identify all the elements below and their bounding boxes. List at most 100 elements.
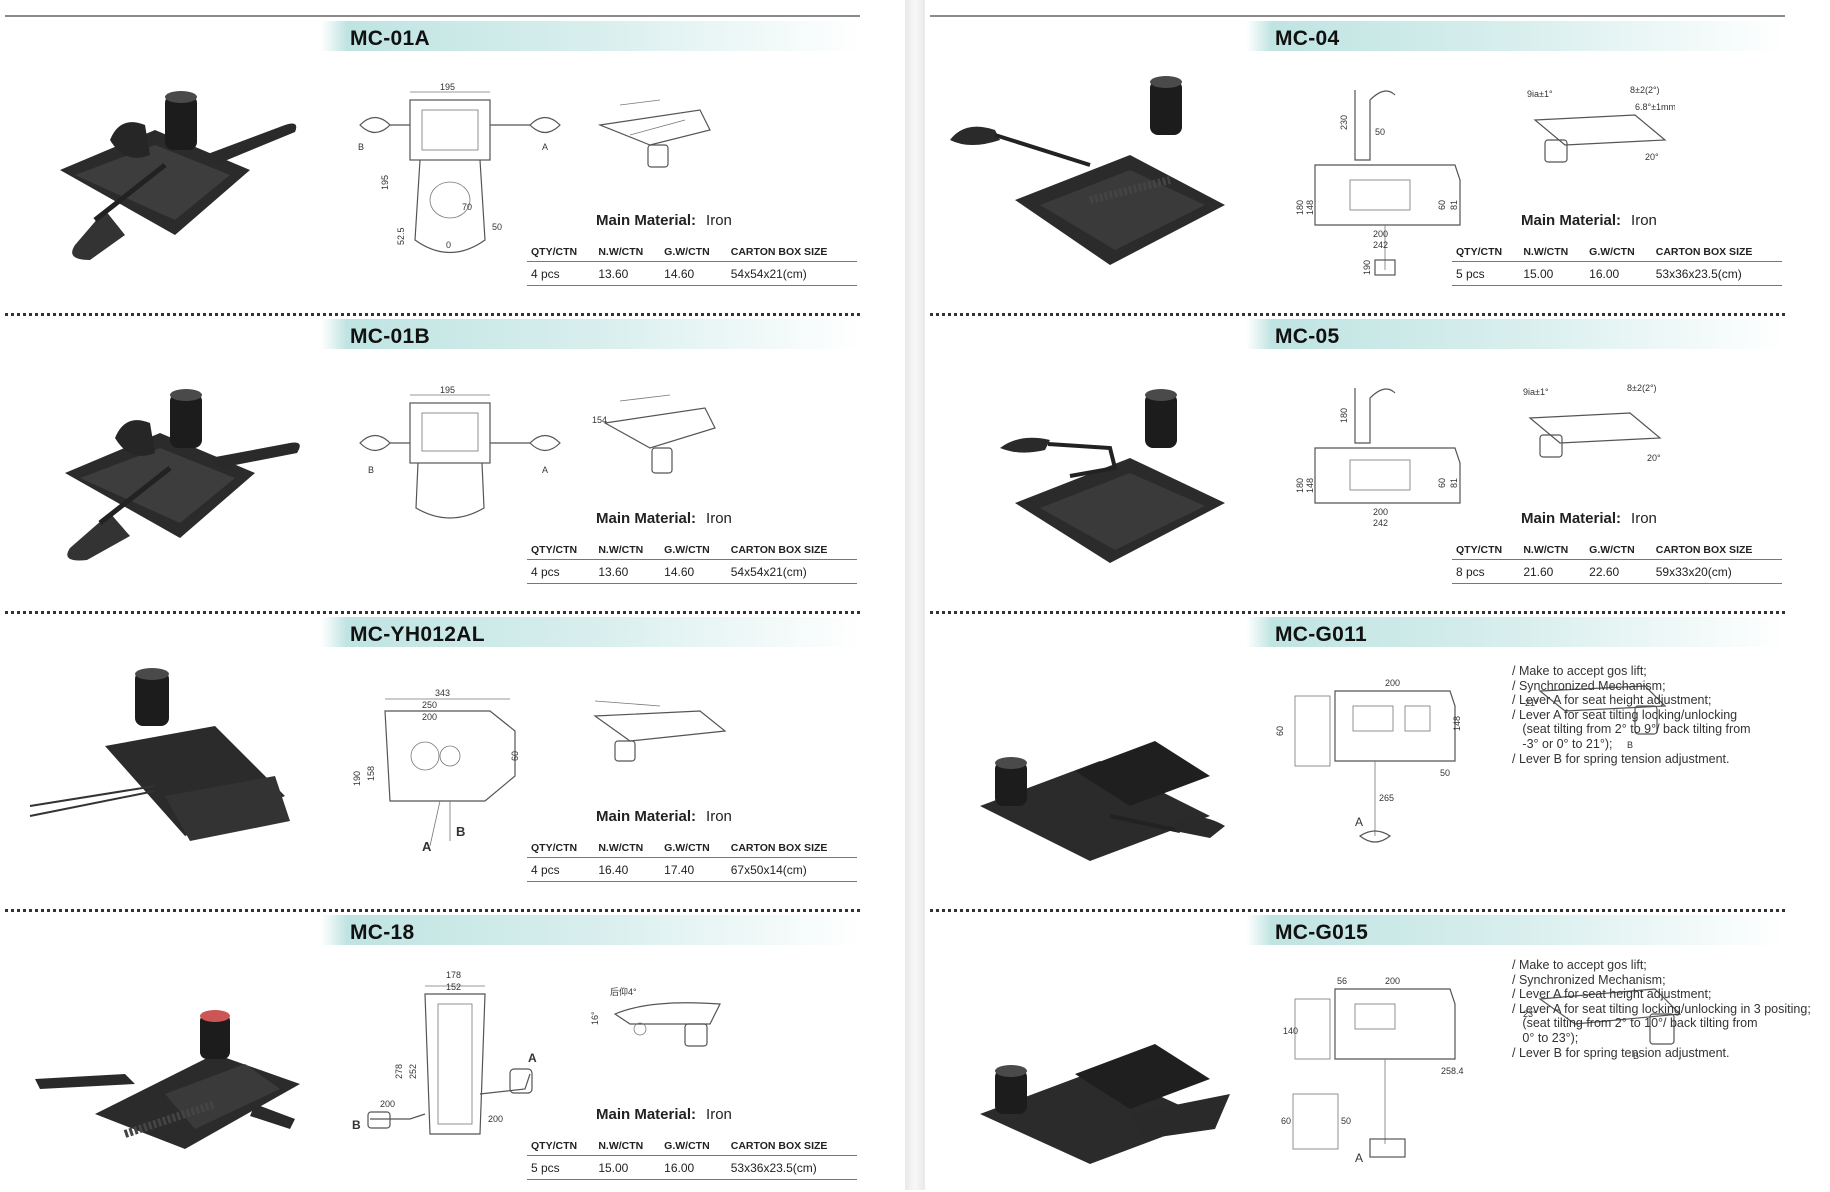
svg-text:195: 195 (380, 175, 390, 190)
svg-text:52.5: 52.5 (396, 227, 406, 245)
section-divider (5, 611, 860, 614)
svg-text:190: 190 (352, 771, 362, 786)
mechanism-photo (980, 1044, 1230, 1164)
svg-text:180: 180 (1339, 408, 1349, 423)
svg-text:60: 60 (1275, 726, 1285, 736)
main-material: Main Material:Iron (596, 808, 732, 825)
col-gw: G.W/CTN (660, 1138, 727, 1156)
svg-text:180: 180 (1295, 478, 1305, 493)
side-profile-drawing: 9ia±1° 8±2(2°) 6.8°±1mm 20° (1527, 85, 1675, 163)
svg-text:200: 200 (1385, 976, 1400, 986)
col-gw: G.W/CTN (660, 542, 727, 560)
col-qty: QTY/CTN (527, 1138, 595, 1156)
svg-text:21°: 21° (1525, 698, 1539, 708)
col-gw: G.W/CTN (1585, 542, 1652, 560)
section-divider (930, 611, 1785, 614)
svg-text:242: 242 (1373, 518, 1388, 528)
col-nw: N.W/CTN (594, 1138, 661, 1156)
col-nw: N.W/CTN (1519, 244, 1586, 262)
col-nw: N.W/CTN (594, 244, 661, 262)
model-title: MC-YH012AL (350, 623, 485, 646)
mechanism-technical-drawing: 200 56 140 258.4 60 50 A (1281, 976, 1464, 1164)
svg-text:343: 343 (435, 688, 450, 698)
table-row: 4 pcs 16.40 17.40 67x50x14(cm) (527, 857, 857, 882)
table-row: 5 pcs 15.00 16.00 53x36x23.5(cm) (527, 1155, 857, 1180)
main-material: Main Material:Iron (1521, 510, 1657, 527)
svg-text:278: 278 (394, 1064, 404, 1079)
mechanism-technical-drawing: 200 148 60 50 265 A (1275, 678, 1462, 843)
model-title: MC-05 (1275, 325, 1340, 348)
svg-text:A: A (1355, 1151, 1363, 1164)
mechanism-technical-drawing: 230 50 180 148 200 242 60 81 190 (1295, 90, 1461, 276)
mechanism-photo (950, 76, 1225, 265)
svg-text:A: A (1355, 815, 1363, 829)
svg-text:60: 60 (1437, 200, 1447, 210)
svg-text:200: 200 (1373, 507, 1388, 517)
side-profile-drawing: 16° 后仰4° (590, 986, 721, 1047)
svg-text:190: 190 (1362, 260, 1372, 275)
svg-text:60: 60 (510, 751, 520, 761)
col-nw: N.W/CTN (594, 840, 661, 858)
svg-text:60: 60 (1437, 478, 1447, 488)
svg-text:60: 60 (1281, 1116, 1291, 1126)
svg-text:B: B (1633, 1051, 1639, 1061)
svg-text:250: 250 (422, 700, 437, 710)
svg-text:252: 252 (408, 1064, 418, 1079)
svg-text:A: A (542, 465, 548, 475)
model-header-band (930, 617, 1785, 647)
mechanism-technical-drawing: 343 250 200 190 158 60 A B (352, 688, 520, 854)
packing-spec-table: QTY/CTN N.W/CTN G.W/CTN CARTON BOX SIZE … (1452, 244, 1782, 286)
right-catalog-page: MC-04 230 50 180 148 200 242 60 81 190 (925, 0, 1830, 1190)
side-profile-drawing: 9ia±1° 8±2(2°) 20° (1523, 383, 1662, 463)
svg-text:148: 148 (1305, 478, 1315, 493)
packing-spec-table: QTY/CTN N.W/CTN G.W/CTN CARTON BOX SIZE … (527, 1138, 857, 1180)
svg-text:178: 178 (446, 970, 461, 980)
svg-text:81: 81 (1449, 478, 1459, 488)
svg-text:200: 200 (1385, 678, 1400, 688)
col-box: CARTON BOX SIZE (1651, 244, 1782, 262)
svg-text:230: 230 (1339, 115, 1349, 130)
col-gw: G.W/CTN (1585, 244, 1652, 262)
svg-text:70: 70 (462, 202, 472, 212)
svg-text:B: B (1627, 740, 1633, 750)
svg-text:8±2(2°): 8±2(2°) (1627, 383, 1657, 393)
mechanism-photo (35, 1010, 300, 1149)
col-qty: QTY/CTN (527, 244, 595, 262)
svg-text:B: B (358, 142, 364, 152)
packing-spec-table: QTY/CTN N.W/CTN G.W/CTN CARTON BOX SIZE … (527, 840, 857, 882)
col-qty: QTY/CTN (527, 542, 595, 560)
svg-text:258.4: 258.4 (1441, 1066, 1464, 1076)
model-title: MC-G011 (1275, 623, 1367, 646)
side-profile-drawing (597, 99, 711, 168)
svg-text:0: 0 (446, 240, 451, 250)
product-block-mc-yh012al: MC-YH012AL 343 250 200 190 158 60 A B (0, 596, 905, 894)
section-divider (5, 15, 860, 17)
model-title: MC-G015 (1275, 921, 1369, 944)
svg-text:后仰4°: 后仰4° (610, 986, 637, 997)
col-box: CARTON BOX SIZE (726, 542, 857, 560)
svg-text:81: 81 (1449, 200, 1459, 210)
model-title: MC-04 (1275, 27, 1340, 50)
svg-text:158: 158 (366, 766, 376, 781)
table-row: 8 pcs 21.60 22.60 59x33x20(cm) (1452, 559, 1782, 584)
svg-text:A: A (528, 1051, 537, 1065)
svg-text:200: 200 (1373, 229, 1388, 239)
model-title: MC-01A (350, 27, 430, 50)
svg-text:A: A (422, 839, 432, 854)
svg-text:200: 200 (380, 1099, 395, 1109)
svg-text:242: 242 (1373, 240, 1388, 250)
svg-text:20°: 20° (1647, 453, 1661, 463)
page-gutter (905, 0, 925, 1190)
section-divider (930, 313, 1785, 316)
svg-text:50: 50 (1375, 127, 1385, 137)
svg-text:195: 195 (440, 385, 455, 395)
model-header-band (5, 319, 860, 349)
product-block-mc-g015: MC-G015 200 56 140 258.4 60 50 A B (925, 894, 1830, 1192)
svg-text:6.8°±1mm: 6.8°±1mm (1635, 102, 1675, 112)
col-box: CARTON BOX SIZE (1651, 542, 1782, 560)
col-box: CARTON BOX SIZE (726, 840, 857, 858)
svg-text:20°: 20° (1645, 152, 1659, 162)
model-header-band (930, 915, 1785, 945)
svg-text:50: 50 (1440, 768, 1450, 778)
product-block-mc-g011: MC-G011 200 148 60 50 265 A B (925, 596, 1830, 894)
